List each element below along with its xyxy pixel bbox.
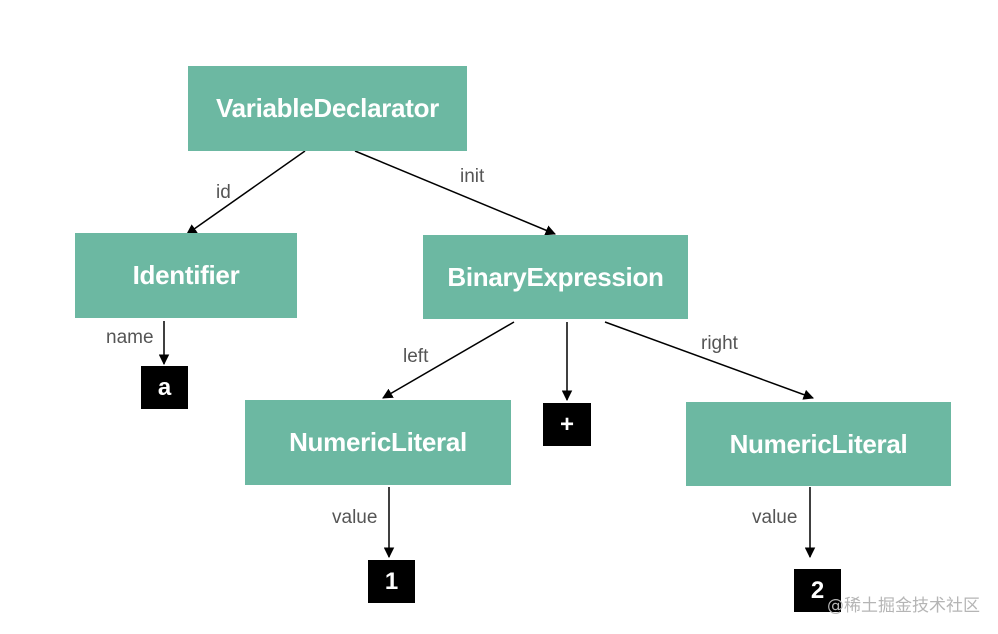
node-label: Identifier	[132, 260, 240, 290]
edge-init	[354, 150, 556, 236]
node-label: VariableDeclarator	[216, 93, 439, 123]
node-variable-declarator: VariableDeclarator	[188, 66, 467, 151]
node-binary-expression: BinaryExpression	[423, 235, 688, 319]
edge-label-value-right: value	[752, 507, 798, 528]
edge-left	[382, 321, 515, 399]
edge-id	[186, 150, 306, 235]
node-label: NumericLiteral	[729, 428, 908, 459]
edge-label-id: id	[216, 182, 231, 203]
edge-label-value-left: value	[332, 507, 378, 528]
watermark: @稀土掘金技术社区	[827, 596, 980, 616]
node-numeric-literal-right: NumericLiteral	[686, 402, 951, 486]
node-identifier: Identifier	[75, 233, 297, 318]
leaf-text: a	[157, 373, 172, 401]
leaf-right-value: 2	[794, 569, 841, 612]
edge-label-right: right	[701, 333, 738, 354]
leaf-text: 1	[384, 567, 399, 595]
leaf-text: +	[559, 410, 574, 438]
leaf-text: 2	[810, 576, 825, 604]
leaf-left-value: 1	[368, 560, 415, 603]
leaf-name-value: a	[141, 366, 188, 409]
edge-label-name: name	[106, 327, 154, 348]
node-label: NumericLiteral	[289, 427, 467, 457]
node-numeric-literal-left: NumericLiteral	[245, 400, 511, 485]
leaf-operator: +	[543, 403, 591, 446]
node-label: BinaryExpression	[447, 261, 664, 292]
edge-label-init: init	[460, 166, 485, 187]
edge-right	[604, 321, 814, 400]
edge-label-left: left	[403, 346, 429, 367]
